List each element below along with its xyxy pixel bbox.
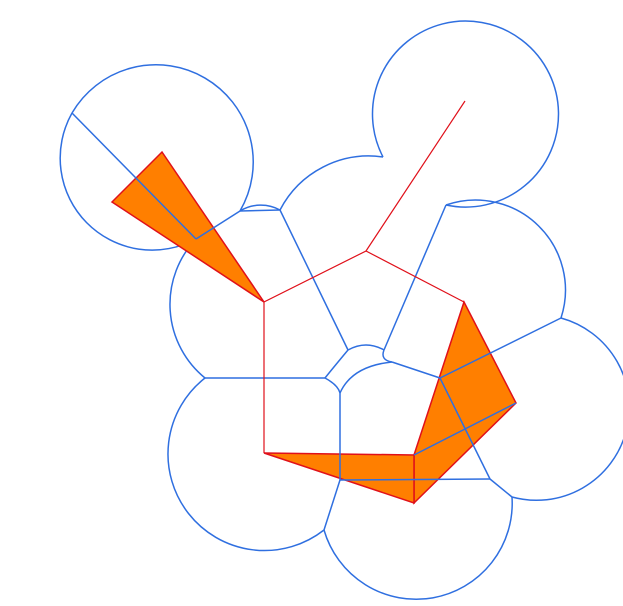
highlight-triangle-right xyxy=(413,300,517,505)
disk-outlines xyxy=(59,20,623,600)
cell-edge xyxy=(324,349,349,379)
highlight-regions xyxy=(110,150,517,505)
disk-arc-bottom-left xyxy=(167,377,325,552)
cell-edge xyxy=(195,210,241,240)
highlight-triangle-left xyxy=(110,150,265,303)
disk-arc-top-right xyxy=(371,20,560,208)
cell-edge xyxy=(382,349,393,363)
disk-arc-left-middle xyxy=(169,238,206,379)
cell-edge xyxy=(71,112,197,240)
cell-edges xyxy=(71,112,562,531)
cell-edge xyxy=(413,402,517,456)
cell-edge xyxy=(489,478,513,498)
cell-edge xyxy=(347,344,385,351)
cell-edge xyxy=(323,479,341,531)
cell-edge xyxy=(324,377,341,394)
disk-arc-left-top-join xyxy=(239,204,281,212)
cell-edge xyxy=(383,204,447,351)
red-path xyxy=(263,100,466,453)
cell-edge xyxy=(339,361,393,394)
disk-arc-bottom xyxy=(323,496,513,600)
red-path-line xyxy=(263,100,466,453)
disk-arc-right-lower xyxy=(511,317,623,502)
disk-arc-center-top xyxy=(279,155,384,211)
cell-edge xyxy=(339,478,491,481)
highlight-triangle-bottom xyxy=(263,452,415,505)
cell-edge xyxy=(279,209,349,351)
disk-arc-left xyxy=(59,112,197,251)
cell-edge xyxy=(391,361,441,379)
disk-arc-upper-left xyxy=(71,64,254,212)
cell-edge xyxy=(239,209,281,212)
red-path-line xyxy=(365,250,465,303)
cell-edge xyxy=(439,317,562,379)
disk-arc-right-upper xyxy=(445,199,567,319)
